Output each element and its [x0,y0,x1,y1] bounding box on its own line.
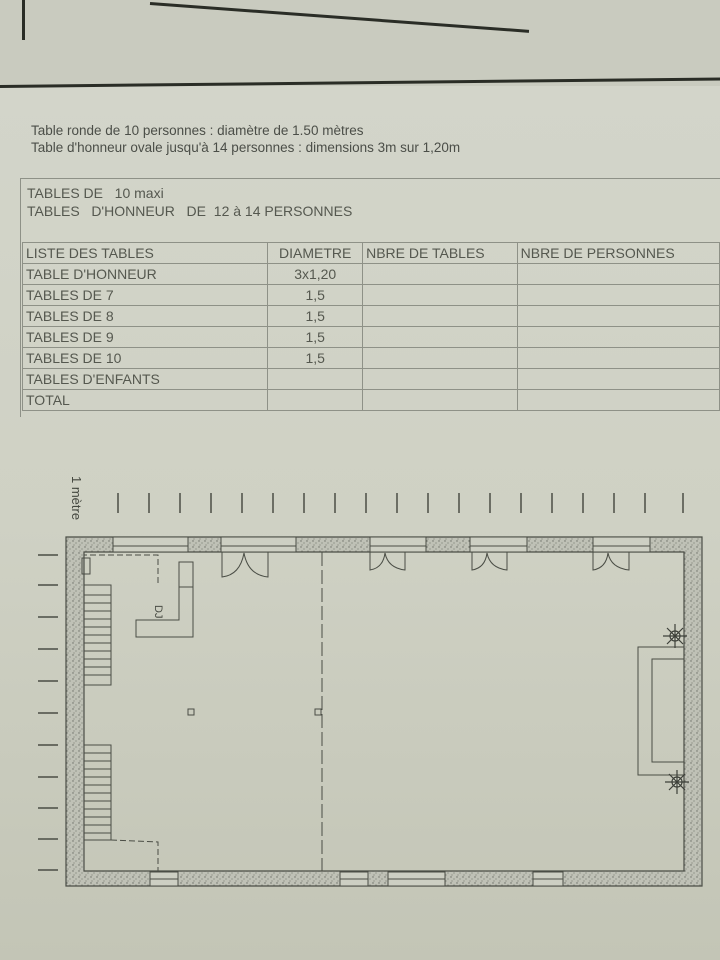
notes: Table ronde de 10 personnes : diamètre d… [31,122,460,156]
table-row: TABLES D'ENFANTS [21,368,720,390]
windows [112,536,651,887]
scale-ticks-top [117,493,684,513]
row-nbre-personnes[interactable] [516,305,720,327]
row-diametre: 1,5 [267,326,364,348]
header-line-2: TABLES D'HONNEUR DE 12 à 14 PERSONNES [27,203,353,219]
table-row: TABLES DE 10 1,5 [21,347,720,369]
floor-plan: DJ [38,493,703,887]
row-nbre-personnes[interactable] [516,347,720,369]
row-label: TABLES D'ENFANTS [21,368,269,390]
scale-ticks-left [38,554,58,871]
table-row: TABLE D'HONNEUR 3x1,20 [21,263,720,285]
row-label: TABLES DE 10 [21,347,269,369]
tables-list: LISTE DES TABLES DIAMETRE NBRE DE TABLES… [21,242,720,411]
pillar [187,708,195,716]
col-header-nbre-tables: NBRE DE TABLES [362,242,518,264]
tables-box [20,178,720,417]
row-nbre-personnes[interactable] [516,326,720,348]
background-sheet [0,0,720,90]
sheet-edge-left [22,0,25,40]
row-nbre-tables[interactable] [362,347,518,369]
row-nbre-tables[interactable] [362,263,518,285]
row-nbre-personnes[interactable] [516,389,720,411]
table-row: TABLES DE 8 1,5 [21,305,720,327]
row-label: TOTAL [21,389,269,411]
table-row: TABLES DE 9 1,5 [21,326,720,348]
row-diametre [267,389,364,411]
col-header-nbre-personnes: NBRE DE PERSONNES [516,242,720,264]
document-page [0,86,720,960]
tables-box-header: TABLES DE 10 maxi TABLES D'HONNEUR DE 12… [27,184,352,220]
row-nbre-personnes[interactable] [516,368,720,390]
row-diametre [267,368,364,390]
row-nbre-personnes[interactable] [516,284,720,306]
col-header-diametre: DIAMETRE [267,242,364,264]
row-diametre: 1,5 [267,305,364,327]
note-honor-table: Table d'honneur ovale jusqu'à 14 personn… [31,140,461,155]
row-label: TABLE D'HONNEUR [21,263,269,285]
row-nbre-tables[interactable] [362,326,518,348]
pillar [314,708,322,716]
doors [221,552,630,578]
row-nbre-tables[interactable] [362,305,518,327]
dj-booth [135,561,194,638]
row-nbre-tables[interactable] [362,389,518,411]
dj-label: DJ [152,605,164,618]
row-diametre: 3x1,20 [267,263,364,285]
row-label: TABLES DE 8 [21,305,269,327]
wall [65,536,703,887]
table-row: TABLES DE 7 1,5 [21,284,720,306]
row-diametre: 1,5 [267,284,364,306]
stage-steps [81,554,159,871]
row-label: TABLES DE 7 [21,284,269,306]
row-diametre: 1,5 [267,347,364,369]
row-nbre-tables[interactable] [362,284,518,306]
table-row: TOTAL [21,389,720,411]
fireplace [637,646,685,776]
note-round-table: Table ronde de 10 personnes : diamètre d… [31,123,364,138]
header-line-1: TABLES DE 10 maxi [27,185,164,201]
row-nbre-tables[interactable] [362,368,518,390]
col-header-liste: LISTE DES TABLES [21,242,269,264]
row-nbre-personnes[interactable] [516,263,720,285]
plant-icon [663,624,689,794]
row-label: TABLES DE 9 [21,326,269,348]
table-header-row: LISTE DES TABLES DIAMETRE NBRE DE TABLES… [21,242,720,264]
